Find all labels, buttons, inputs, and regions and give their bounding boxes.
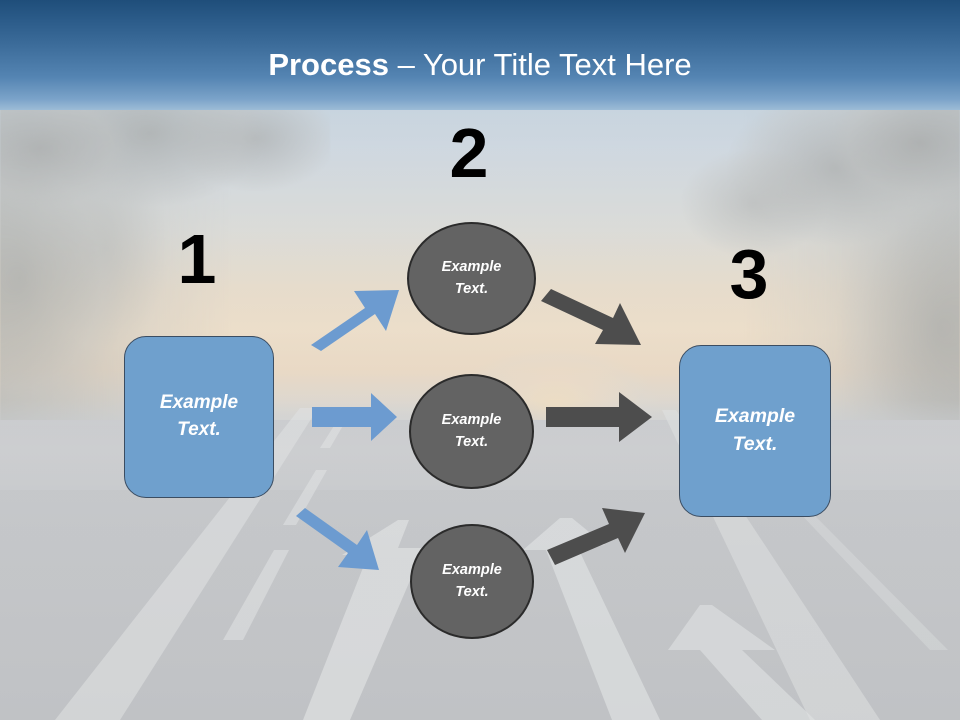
process-circle-2-label: Example Text. xyxy=(441,411,502,450)
process-circle-1-label: Example Text. xyxy=(441,258,502,297)
page-title: Process – Your Title Text Here xyxy=(0,47,960,83)
arrow-gray-down xyxy=(541,289,641,345)
process-box-end[interactable]: Example Text. xyxy=(679,345,831,517)
process-box-end-label: Example Text. xyxy=(714,405,796,455)
step-number-2: 2 xyxy=(449,114,489,192)
arrow-blue-up xyxy=(311,290,399,351)
process-circle-2[interactable]: Example Text. xyxy=(409,374,534,489)
process-box-start-label: Example Text. xyxy=(159,392,239,440)
process-circle-3[interactable]: Example Text. xyxy=(410,524,534,639)
arrow-blue-right xyxy=(312,393,397,441)
page-title-light: Your Title Text Here xyxy=(422,47,692,82)
page-title-bold: Process xyxy=(268,47,389,82)
process-circle-3-label: Example Text. xyxy=(442,561,502,600)
slide-header: Process – Your Title Text Here xyxy=(0,0,960,110)
step-number-1: 1 xyxy=(177,220,217,298)
arrow-blue-down xyxy=(296,508,379,570)
page-title-separator: – xyxy=(388,47,423,82)
step-number-3: 3 xyxy=(729,235,769,313)
process-box-start[interactable]: Example Text. xyxy=(124,336,274,498)
arrow-gray-up xyxy=(547,508,645,565)
process-circle-1[interactable]: Example Text. xyxy=(407,222,536,335)
arrow-gray-right xyxy=(546,392,652,442)
